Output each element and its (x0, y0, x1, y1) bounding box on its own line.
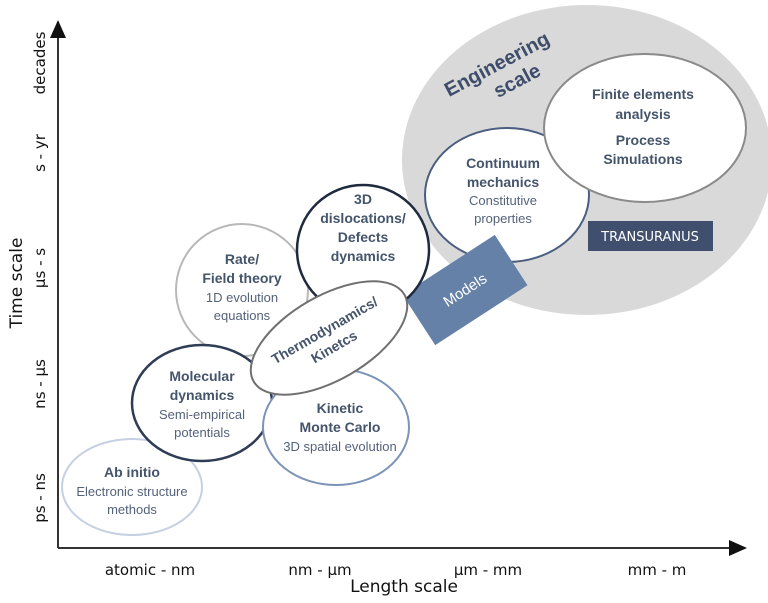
continuum-sub1: Constitutive (469, 193, 537, 208)
disl-title4: dynamics (331, 248, 396, 264)
rate-sub2: equations (214, 308, 271, 323)
kmc-title2: Monte Carlo (300, 419, 381, 435)
transuranus-box (588, 221, 713, 251)
disl-title2: dislocations/ (320, 210, 406, 226)
y-tick-ps-ns: ps - ns (31, 473, 49, 523)
rate-sub1: 1D evolution (206, 290, 278, 305)
y-tick-decades: decades (31, 31, 49, 94)
y-tick-us-s: µs - s (31, 248, 49, 288)
rate-title2: Field theory (202, 270, 282, 286)
md-title2: dynamics (170, 387, 235, 403)
fem-title3: Process (616, 132, 671, 148)
continuum-title1: Continuum (466, 155, 540, 171)
fem-title1: Finite elements (592, 86, 694, 102)
finite-elements-ellipse (543, 53, 747, 203)
x-tick-nm-um: nm - µm (288, 561, 351, 579)
rate-title1: Rate/ (225, 251, 259, 267)
y-tick-s-yr: s - yr (31, 133, 49, 172)
disl-title1: 3D (354, 191, 372, 207)
x-tick-um-mm: µm - mm (454, 561, 522, 579)
continuum-sub2: properties (474, 211, 532, 226)
thermodynamics-ellipse (249, 280, 409, 396)
ab-initio-sub2: methods (107, 502, 157, 517)
fem-title2: analysis (615, 106, 670, 122)
models-box (402, 234, 528, 346)
ab-initio-sub1: Electronic structure (76, 484, 187, 499)
kmc-sub1: 3D spatial evolution (283, 439, 396, 454)
ab-initio-title: Ab initio (104, 464, 160, 480)
kmc-title1: Kinetic (317, 400, 364, 416)
md-title1: Molecular (169, 368, 235, 384)
fem-title4: Simulations (603, 151, 683, 167)
y-tick-ns-us: ns - µs (31, 359, 49, 409)
x-axis-title: Length scale (350, 577, 458, 597)
x-tick-mm-m: mm - m (628, 561, 687, 579)
continuum-title2: mechanics (467, 174, 540, 190)
ab-initio-ellipse (61, 438, 203, 536)
md-sub2: potentials (174, 425, 230, 440)
x-tick-atomic-nm: atomic - nm (105, 561, 195, 579)
md-sub1: Semi-empirical (159, 407, 245, 422)
disl-title3: Defects (338, 229, 389, 245)
y-axis-title: Time scale (7, 238, 27, 330)
transuranus-label: TRANSURANUS (600, 230, 699, 245)
